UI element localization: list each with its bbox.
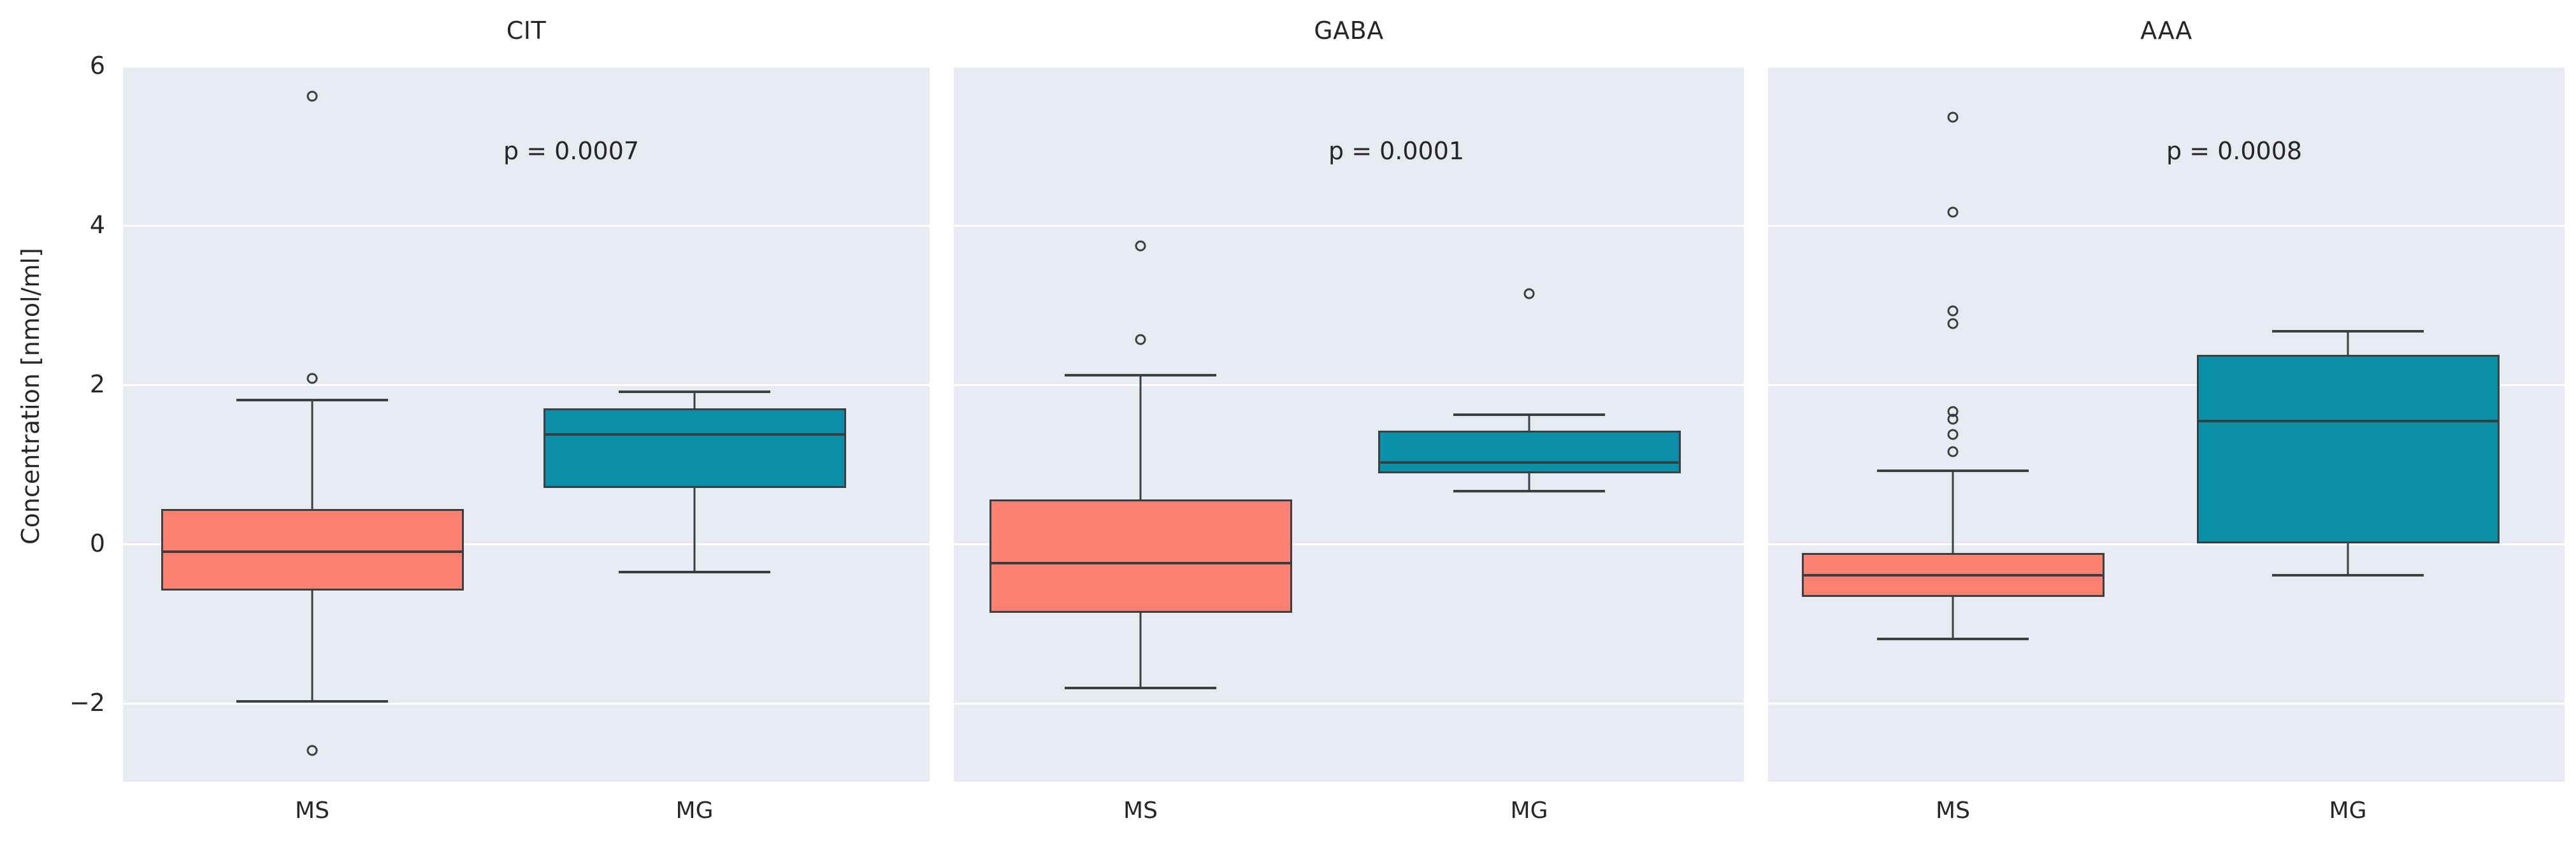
panel-title: CIT xyxy=(506,17,547,45)
whisker-cap-upper xyxy=(1065,373,1216,376)
gridline xyxy=(123,543,930,545)
whisker-cap-lower xyxy=(1877,637,2029,640)
box-iqr-rect[interactable] xyxy=(989,499,1292,613)
median-line xyxy=(989,562,1292,565)
x-axis-tick-ms: MS xyxy=(1936,798,1970,824)
y-axis-tick-label: −2 xyxy=(69,689,105,717)
whisker-cap-lower xyxy=(1453,490,1605,493)
y-axis-tick-label: 0 xyxy=(89,529,105,557)
whisker-lower xyxy=(1528,473,1530,491)
box-ms[interactable] xyxy=(123,0,930,853)
outlier-marker xyxy=(306,373,318,384)
whisker-cap-upper xyxy=(1453,413,1605,417)
whisker-cap-upper xyxy=(236,398,388,401)
gridline xyxy=(954,703,1744,705)
gridline xyxy=(1768,66,2565,68)
box-iqr-rect[interactable] xyxy=(2196,354,2500,543)
whisker-lower xyxy=(1952,596,1954,638)
gridline xyxy=(954,66,1744,68)
box-ms[interactable] xyxy=(1768,0,2565,853)
y-axis-tick-label: 2 xyxy=(89,370,105,398)
y-axis-tick-label: 6 xyxy=(89,52,105,80)
gridline xyxy=(123,703,930,705)
panel-title: GABA xyxy=(1314,17,1384,45)
whisker-upper xyxy=(1528,413,1530,431)
box-iqr-rect[interactable] xyxy=(161,509,464,591)
whisker-cap-upper xyxy=(1877,469,2029,472)
outlier-marker xyxy=(1947,446,1959,457)
p-value-annotation: p = 0.0007 xyxy=(503,137,640,165)
median-line xyxy=(1378,461,1681,464)
gridline xyxy=(1768,225,2565,227)
gridline xyxy=(1768,543,2565,545)
y-axis-tick-label: 4 xyxy=(89,211,105,239)
gridline xyxy=(954,543,1744,545)
whisker-cap-upper xyxy=(2272,330,2424,333)
whisker-lower xyxy=(311,590,313,701)
outlier-marker xyxy=(306,745,318,756)
x-axis-tick-ms: MS xyxy=(1123,798,1158,824)
whisker-lower xyxy=(2347,543,2349,574)
box-ms[interactable] xyxy=(954,0,1744,853)
gridline xyxy=(1768,703,2565,705)
outlier-marker xyxy=(1135,334,1146,345)
box-mg[interactable] xyxy=(954,0,1744,853)
whisker-upper xyxy=(311,398,313,510)
whisker-cap-lower xyxy=(2272,573,2424,577)
box-iqr-rect[interactable] xyxy=(543,408,846,488)
x-axis-tick-ms: MS xyxy=(295,798,329,824)
outlier-marker xyxy=(1947,413,1959,425)
whisker-upper xyxy=(2347,330,2349,355)
whisker-lower xyxy=(1139,612,1142,687)
whisker-cap-lower xyxy=(619,570,770,573)
median-line xyxy=(543,433,846,436)
whisker-cap-lower xyxy=(236,700,388,703)
outlier-marker xyxy=(1947,429,1959,440)
box-iqr-rect[interactable] xyxy=(1378,430,1681,473)
median-line xyxy=(1801,574,2105,577)
outlier-marker xyxy=(1947,206,1959,218)
gridline xyxy=(123,66,930,68)
box-mg[interactable] xyxy=(123,0,930,853)
outlier-marker xyxy=(1947,111,1959,123)
gridline xyxy=(123,225,930,227)
x-axis-tick-mg: MG xyxy=(675,798,714,824)
gridline xyxy=(123,384,930,386)
whisker-lower xyxy=(693,487,696,571)
median-line xyxy=(161,550,464,553)
whisker-cap-lower xyxy=(1065,687,1216,689)
x-axis-tick-mg: MG xyxy=(2329,798,2367,824)
median-line xyxy=(2196,419,2500,422)
outlier-marker xyxy=(306,90,318,101)
outlier-marker xyxy=(1947,305,1959,317)
gridline xyxy=(954,384,1744,386)
outlier-marker xyxy=(1135,240,1146,251)
outlier-marker xyxy=(1523,288,1535,299)
p-value-annotation: p = 0.0001 xyxy=(1328,137,1465,165)
whisker-upper xyxy=(1139,373,1142,500)
gridline xyxy=(1768,384,2565,386)
box-mg[interactable] xyxy=(1768,0,2565,853)
whisker-cap-upper xyxy=(619,391,770,393)
whisker-upper xyxy=(693,391,696,408)
x-axis-tick-mg: MG xyxy=(1510,798,1548,824)
whisker-upper xyxy=(1952,469,1954,553)
p-value-annotation: p = 0.0008 xyxy=(2166,137,2303,165)
plot-area xyxy=(954,66,1744,782)
gridline xyxy=(954,225,1744,227)
outlier-marker xyxy=(1947,318,1959,329)
panel-title: AAA xyxy=(2140,17,2192,45)
